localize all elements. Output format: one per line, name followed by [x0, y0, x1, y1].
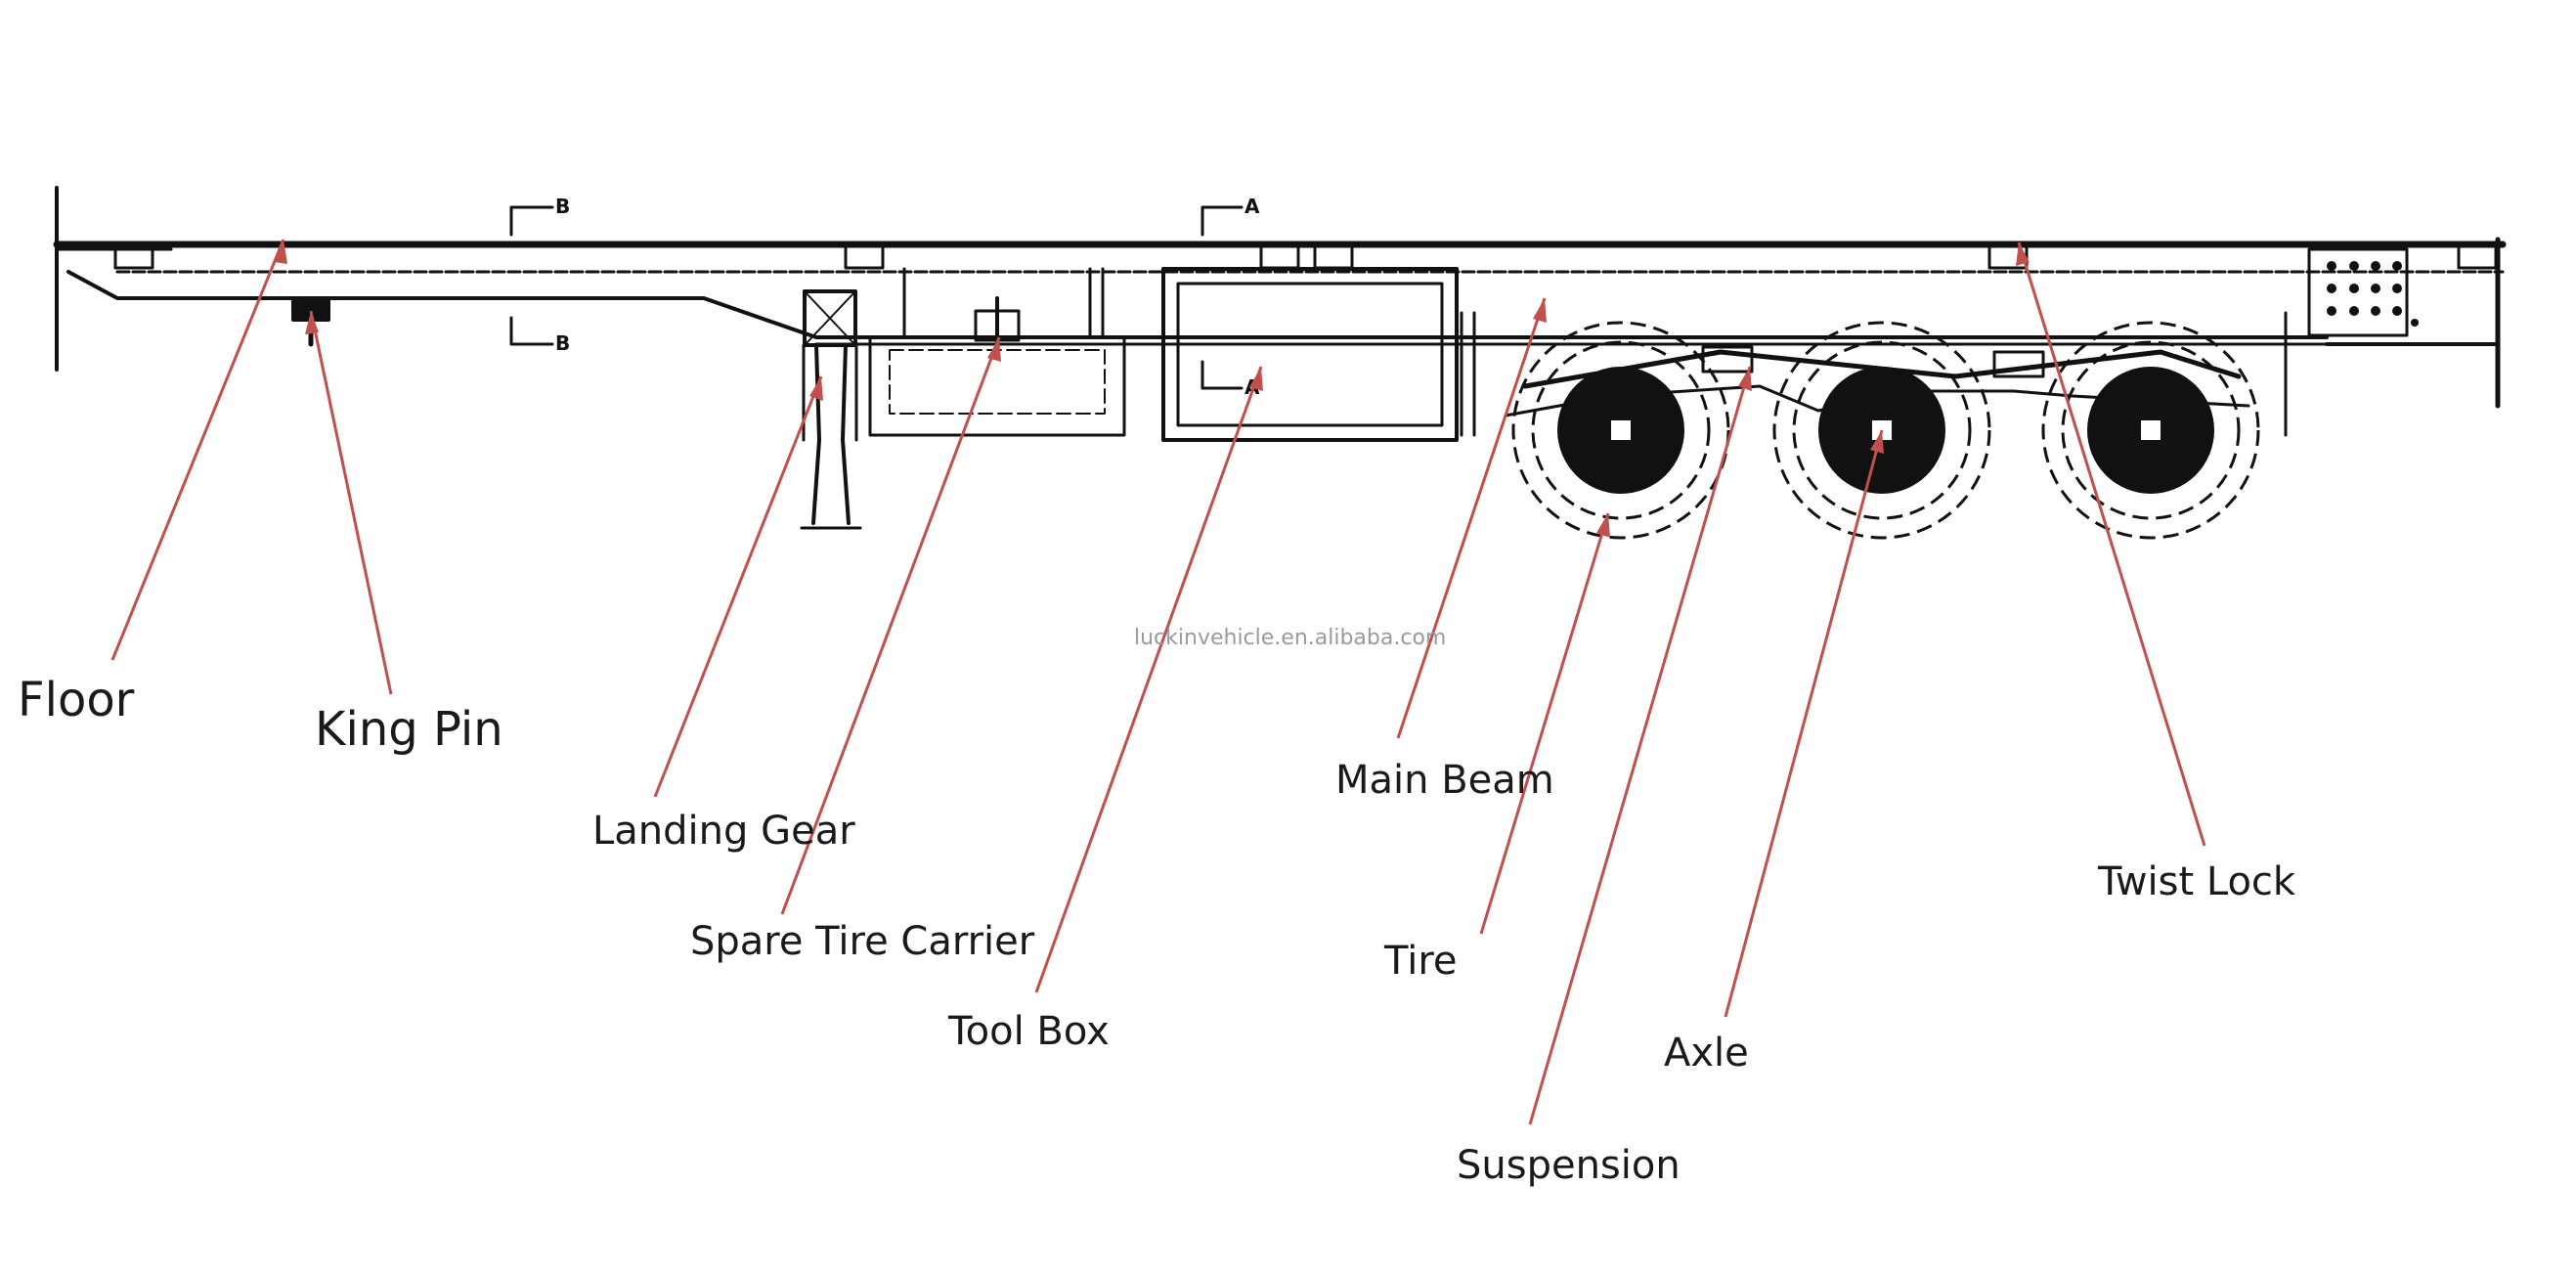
wheel-1: [1511, 321, 1730, 540]
leader-axle-arrowhead: [1870, 430, 1884, 454]
leader-floor-arrowhead: [274, 240, 287, 264]
wheel-3: [2041, 321, 2260, 540]
leader-landing-gear: [653, 375, 823, 798]
section-mark-a-top: [1201, 205, 1244, 237]
leader-spare-tire-carrier: [780, 336, 1001, 915]
leader-tire: [1479, 512, 1610, 935]
label-tool-box: Tool Box: [948, 1009, 1110, 1054]
section-letter-b-bottom: B: [555, 331, 570, 355]
leader-axle: [1724, 429, 1884, 1018]
leader-spare-tire-carrier-arrowhead: [987, 337, 1001, 362]
leader-tire-arrowhead: [1596, 513, 1610, 538]
leader-floor: [110, 239, 285, 661]
leader-twist-lock-arrowhead: [2016, 242, 2030, 266]
leader-tool-box: [1034, 366, 1263, 993]
rear-light-holes: [2327, 261, 2419, 327]
leader-suspension-arrowhead: [1738, 367, 1752, 391]
leader-main-beam-arrowhead: [1533, 298, 1547, 323]
leader-twist-lock: [2017, 242, 2206, 847]
tool-box-outer: [1161, 267, 1459, 442]
label-king-pin: King Pin: [315, 702, 503, 757]
twist-lock-shapes: [113, 244, 2498, 270]
label-tire: Tire: [1384, 939, 1458, 984]
label-spare-tire-carrier: Spare Tire Carrier: [690, 919, 1035, 964]
rear-light-panel: [2307, 247, 2409, 337]
label-suspension: Suspension: [1457, 1143, 1681, 1188]
leader-landing-gear-arrowhead: [809, 376, 823, 401]
landing-gear-housing: [803, 289, 857, 347]
leader-king-pin-arrowhead: [305, 311, 319, 334]
section-mark-b-bottom: [509, 316, 554, 346]
section-mark-b-top: [509, 205, 554, 237]
section-letter-a-top: A: [1244, 195, 1260, 218]
section-mark-a-bottom: [1201, 360, 1244, 390]
label-landing-gear: Landing Gear: [592, 809, 855, 854]
gooseneck: [66, 270, 2329, 339]
leader-main-beam: [1396, 297, 1547, 739]
watermark: luckinvehicle.en.alibaba.com: [1134, 626, 1447, 650]
landing-gear-legs: [811, 343, 851, 525]
suspension-springs: [1522, 349, 2242, 389]
label-main-beam: Main Beam: [1335, 758, 1554, 803]
leader-tool-box-arrowhead: [1249, 367, 1263, 391]
label-floor: Floor: [18, 673, 135, 727]
label-axle: Axle: [1664, 1031, 1749, 1076]
section-letter-b-top: B: [555, 195, 570, 218]
label-twist-lock: Twist Lock: [2098, 859, 2296, 904]
leader-suspension: [1528, 366, 1752, 1125]
leader-king-pin: [309, 310, 393, 695]
